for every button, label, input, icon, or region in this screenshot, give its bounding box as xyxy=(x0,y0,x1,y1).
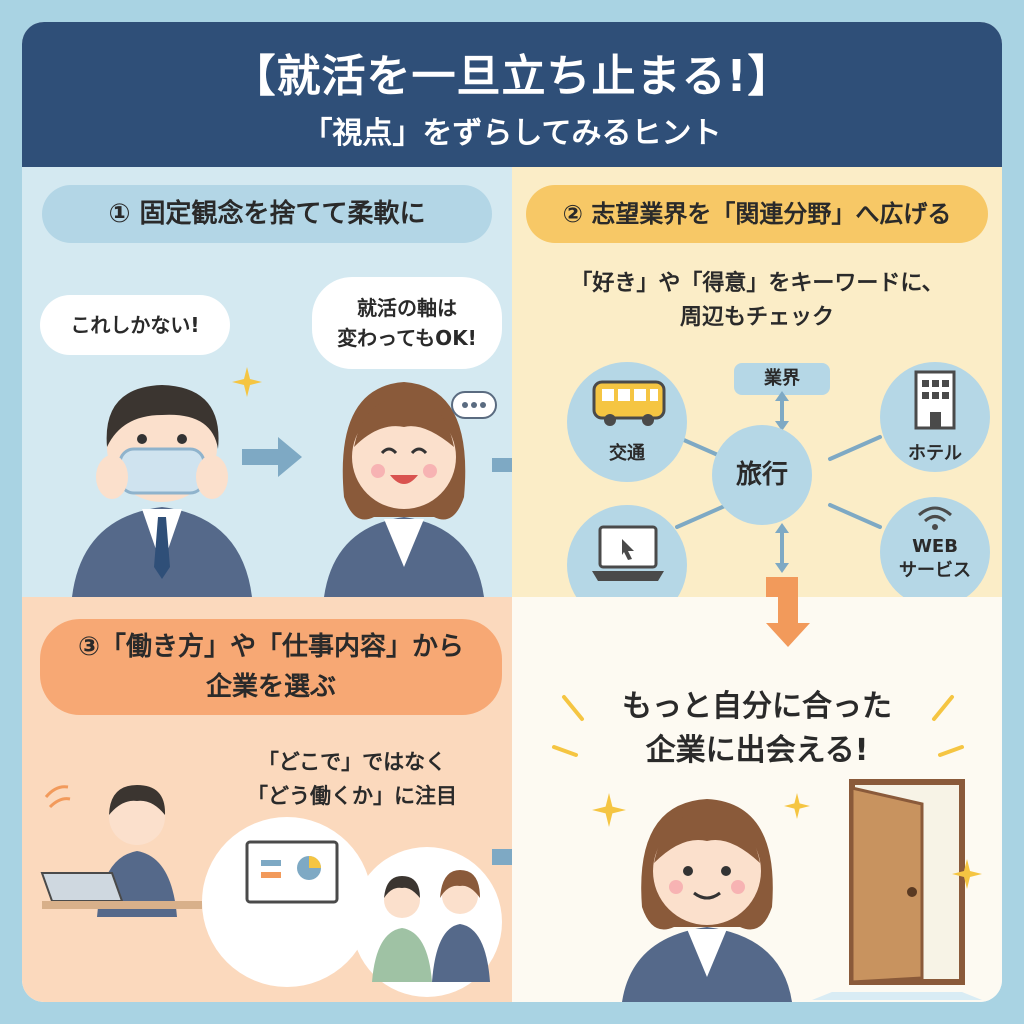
smiling-woman-illustration xyxy=(324,382,484,597)
section-result: もっと自分に合った 企業に出会える! xyxy=(512,597,1002,1002)
presentation-board-icon xyxy=(245,840,339,904)
page-title: 【就活を一旦立ち止まる!】 xyxy=(231,51,793,102)
chat-dots-icon xyxy=(451,391,497,419)
happy-woman-illustration xyxy=(622,799,792,1002)
label-line: サービス xyxy=(899,560,971,581)
sparkle-icon xyxy=(952,859,982,889)
result-headline: もっと自分に合った 企業に出会える! xyxy=(552,685,962,773)
page-subtitle: 「視点」をずらしてみるヒント xyxy=(302,116,722,151)
speech-bubble-only-this: これしかない! xyxy=(40,295,230,355)
speech-bubble-axis-ok: 就活の軸は 変わってもOK! xyxy=(312,277,502,369)
sparkle-icon xyxy=(784,793,810,819)
emphasis-lines xyxy=(552,695,964,757)
title-line: 企業を選ぶ xyxy=(205,672,336,702)
building-icon xyxy=(914,370,956,430)
wifi-icon xyxy=(918,506,952,530)
section3-note: 「どこで」ではなく 「どう働くか」に注目 xyxy=(202,745,502,813)
travel-center-node: 旅行 xyxy=(712,425,812,525)
title-line: ③「働き方」や「仕事内容」から xyxy=(77,632,464,662)
door-icon xyxy=(812,779,982,1000)
bubble-line: 就活の軸は xyxy=(357,296,457,320)
label-line: WEB xyxy=(912,536,958,557)
section-flexible-thinking: ① 固定観念を捨てて柔軟に これしかない! 就活の軸は 変わってもOK! xyxy=(22,167,542,597)
laptop-icon xyxy=(592,525,664,581)
section2-note: 「好き」や「得意」をキーワードに、 周辺もチェック xyxy=(532,267,982,335)
infographic: 【就活を一旦立ち止まる!】 「視点」をずらしてみるヒント ① 固定観念を捨てて柔… xyxy=(22,22,1002,1002)
note-line: 「好き」や「得意」をキーワードに、 xyxy=(570,271,944,296)
note-line: 「どう働くか」に注目 xyxy=(247,784,457,808)
sparkle-icon xyxy=(232,367,262,397)
headline-line: もっと自分に合った xyxy=(622,689,892,724)
web-service-label: WEB サービス xyxy=(880,535,990,583)
team-illustration xyxy=(372,870,490,982)
industry-tag: 業界 xyxy=(734,363,830,395)
arrow-down-icon xyxy=(766,597,810,647)
note-line: 周辺もチェック xyxy=(679,305,834,330)
remote-worker-illustration xyxy=(40,785,202,917)
section-related-fields: ② 志望業界を「関連分野」へ広げる 「好き」や「得意」をキーワードに、 周辺もチ… xyxy=(512,167,1002,625)
section-work-style: ③「働き方」や「仕事内容」から 企業を選ぶ 「どこで」ではなく 「どう働くか」に… xyxy=(22,597,552,1002)
bus-icon xyxy=(592,380,666,426)
hotel-label: ホテル xyxy=(908,443,962,464)
header: 【就活を一旦立ち止まる!】 「視点」をずらしてみるヒント xyxy=(22,22,1002,167)
connection-arrows xyxy=(675,391,882,597)
transport-label: 交通 xyxy=(609,443,645,464)
arrow-right-icon xyxy=(242,437,302,477)
section2-title: ② 志望業界を「関連分野」へ広げる xyxy=(526,185,988,243)
note-line: 「どこで」ではなく xyxy=(257,750,447,774)
sparkle-icon xyxy=(592,793,626,827)
headline-line: 企業に出会える! xyxy=(645,733,869,768)
section1-title: ① 固定観念を捨てて柔軟に xyxy=(42,185,492,243)
masked-man-illustration xyxy=(72,385,252,597)
section3-title: ③「働き方」や「仕事内容」から 企業を選ぶ xyxy=(40,619,502,715)
bubble-line: 変わってもOK! xyxy=(337,326,477,350)
